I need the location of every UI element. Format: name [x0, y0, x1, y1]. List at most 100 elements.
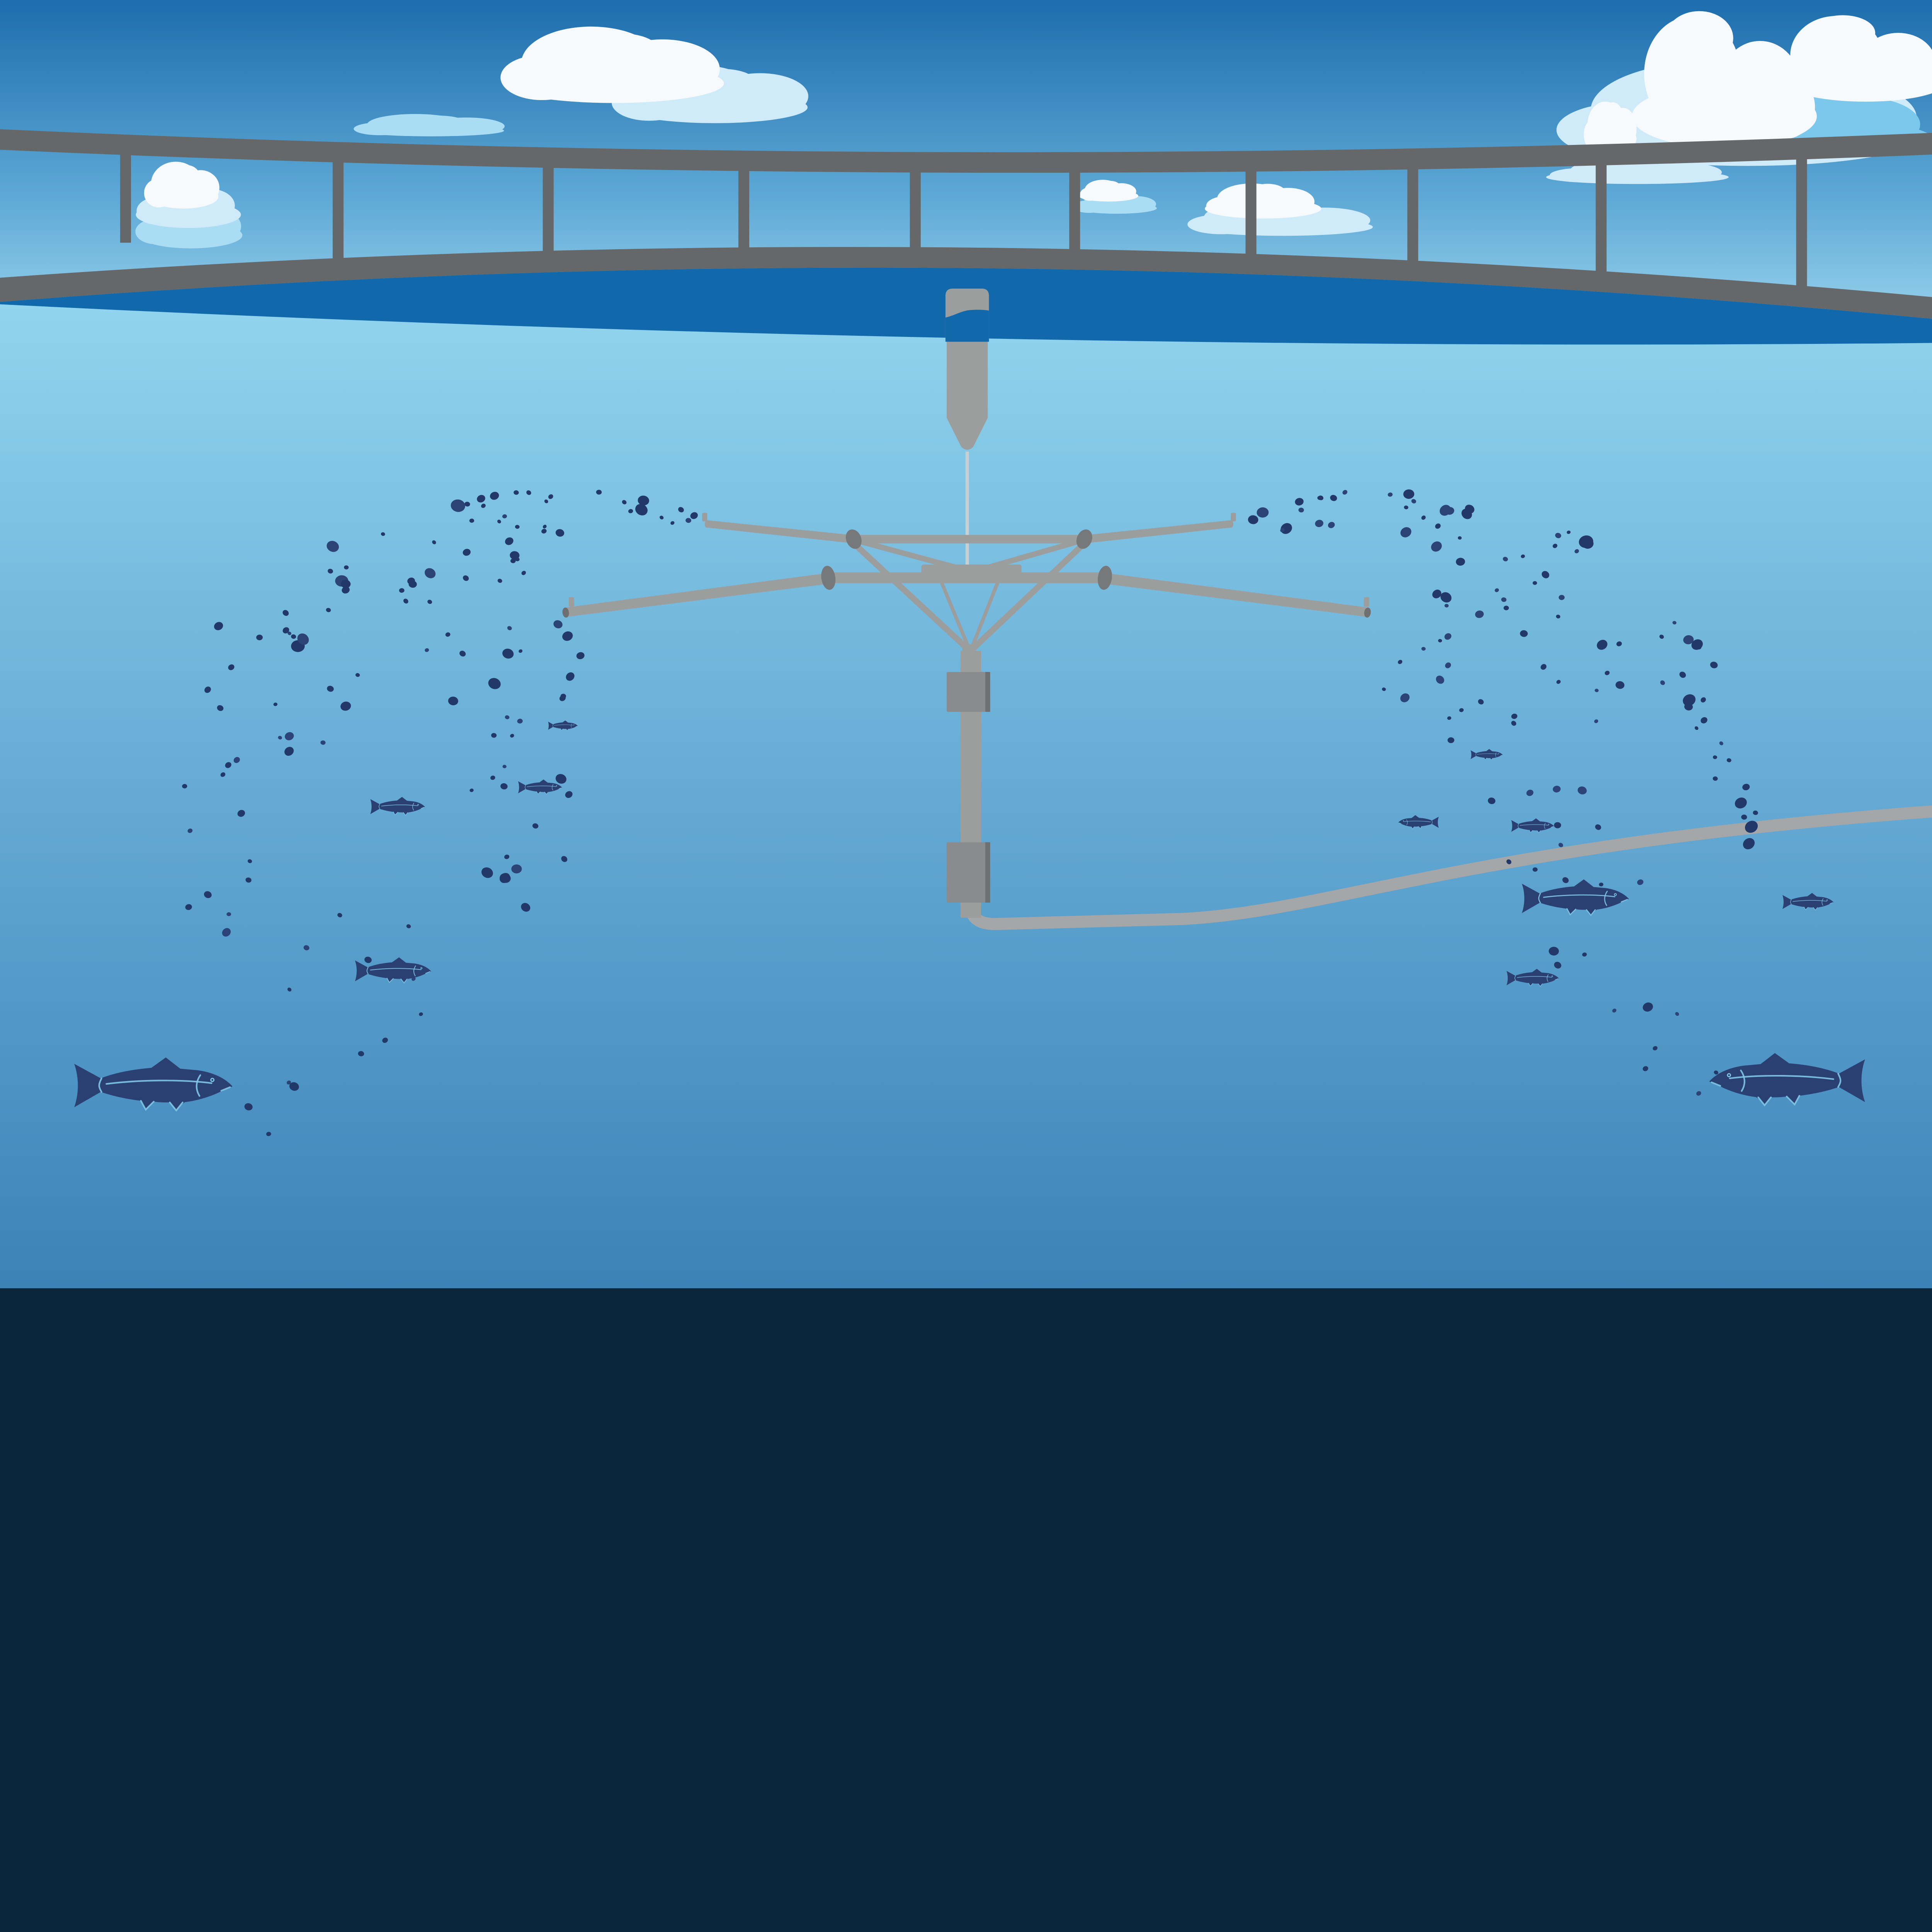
- feed-pellet: [463, 575, 469, 581]
- feed-pellet: [273, 702, 278, 706]
- feed-pellet: [1694, 726, 1699, 730]
- feed-pellet: [1595, 689, 1599, 692]
- feed-pellet: [1562, 877, 1569, 883]
- feed-pellet: [282, 627, 289, 634]
- feed-pellet: [1541, 571, 1549, 578]
- feed-pellet-cluster: [204, 608, 360, 756]
- feed-pellet: [327, 685, 334, 692]
- feed-pellet: [204, 891, 212, 898]
- cloud-puff: [1206, 196, 1247, 216]
- feed-pellet: [355, 673, 360, 677]
- feed-pellet: [1599, 883, 1604, 887]
- feed-pellet: [320, 740, 326, 745]
- cloud-puff: [1073, 200, 1106, 213]
- feed-pellet: [425, 648, 429, 652]
- feed-pellet: [1330, 495, 1337, 501]
- feed-pellet: [1298, 507, 1304, 513]
- cloud-puff: [1187, 214, 1255, 235]
- top-bar: [854, 535, 1085, 544]
- feed-pellet: [448, 696, 458, 706]
- subsea-feed-spreader: [562, 513, 1371, 918]
- feed-pellet: [638, 495, 649, 506]
- railing-post: [910, 170, 921, 259]
- cloud-puff: [144, 178, 174, 207]
- feed-pellet: [1398, 660, 1403, 664]
- feed-pellet: [1315, 520, 1323, 527]
- cloud-puff: [412, 116, 464, 128]
- feed-pellet: [555, 774, 566, 784]
- railing-post: [1245, 169, 1257, 265]
- feed-pellet: [1735, 797, 1747, 809]
- feed-pellet: [635, 504, 648, 515]
- feed-pellet: [1555, 533, 1561, 538]
- cloud-puff: [1894, 58, 1932, 95]
- feed-pellet: [445, 632, 451, 637]
- feed-pellet: [1541, 664, 1547, 670]
- feed-pellet: [287, 631, 291, 635]
- feed-pellet: [490, 492, 499, 500]
- feed-pellet: [1659, 634, 1664, 639]
- feed-pellet: [344, 565, 349, 570]
- feed-pellet: [526, 490, 531, 495]
- feed-pellet-cluster: [182, 757, 252, 937]
- feed-pellet: [497, 519, 501, 524]
- feed-supply-pipe: [964, 805, 1932, 930]
- feed-pellet: [1558, 843, 1563, 847]
- feed-pellet: [510, 558, 516, 563]
- feed-pellet: [1520, 630, 1528, 637]
- feed-pellet: [1713, 776, 1718, 781]
- feed-pellet: [1444, 633, 1452, 640]
- feed-pellet: [1554, 822, 1561, 828]
- feed-pellet: [1447, 737, 1454, 743]
- feed-pellet: [1506, 859, 1512, 864]
- cage-walkway-rail: [0, 247, 1932, 319]
- arm-endcap-left: [562, 607, 569, 618]
- feed-pellet-cluster: [1643, 1012, 1718, 1096]
- feed-pellet: [204, 686, 211, 693]
- feed-pellet: [1556, 614, 1561, 619]
- feed-pellet: [469, 519, 474, 523]
- feed-pellet-cluster: [287, 913, 423, 1056]
- feed-pellet: [1458, 536, 1462, 540]
- pivot-low-left: [821, 566, 836, 590]
- feed-pellet: [510, 734, 514, 738]
- feed-pellet: [1459, 708, 1464, 712]
- feed-pellet: [463, 549, 471, 556]
- feed-pellet: [500, 873, 510, 883]
- cloud-center-small-white: [1078, 180, 1138, 202]
- feed-pellet: [1532, 581, 1537, 585]
- feed-pellet-cluster: [1713, 741, 1758, 850]
- feed-pellet: [1400, 693, 1410, 702]
- feed-pellet: [1605, 670, 1610, 675]
- feed-pellet: [1295, 498, 1304, 506]
- feed-pellet: [399, 588, 405, 593]
- feed-pellet: [521, 571, 526, 575]
- feed-pellet-cluster: [327, 532, 526, 604]
- feed-pellet: [1595, 824, 1601, 830]
- feed-pellet: [328, 568, 333, 574]
- feed-pellet: [327, 541, 339, 552]
- feed-pellet: [214, 622, 223, 630]
- feed-pellet: [287, 987, 292, 992]
- apex-connector: [962, 644, 976, 653]
- feed-pellet: [326, 608, 331, 612]
- feed-pellet: [226, 912, 231, 916]
- feed-pellet: [282, 610, 289, 616]
- feed-pellet: [1701, 697, 1706, 702]
- feed-pellet: [1696, 644, 1702, 650]
- cloud-puff: [173, 165, 200, 189]
- feed-pellet: [185, 904, 192, 910]
- feed-pellet: [1597, 639, 1607, 650]
- feed-pellet: [1382, 687, 1386, 691]
- feed-pellet: [1488, 797, 1496, 804]
- feed-pellet-cluster: [425, 620, 585, 738]
- feed-pellet: [1742, 784, 1750, 791]
- feed-pellet: [182, 784, 187, 789]
- feed-pellet: [1582, 539, 1594, 549]
- feed-pellet: [1526, 789, 1534, 796]
- feed-pellet: [517, 719, 523, 724]
- pivot-low-right: [1097, 566, 1112, 590]
- feed-pellet: [1404, 505, 1408, 509]
- cloud-topright-white-main: [1632, 11, 1817, 148]
- feed-pellet: [622, 500, 627, 505]
